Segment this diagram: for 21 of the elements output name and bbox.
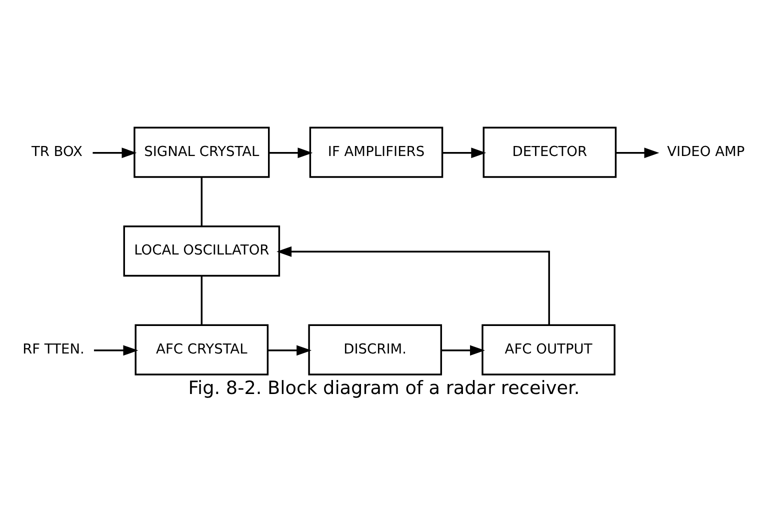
node-text: VIDEO AMP	[667, 143, 745, 160]
node-box: IF AMPLIFIERS	[309, 126, 444, 178]
arrow	[268, 344, 312, 356]
arrow	[94, 344, 138, 356]
node-text: RF TTEN.	[22, 340, 84, 357]
node-box: LOCAL OSCILLATOR	[123, 225, 280, 276]
caption: Fig. 8-2. Block diagram of a radar receiver.	[188, 377, 580, 398]
connector	[200, 176, 203, 226]
arrow	[269, 147, 313, 158]
connector	[200, 276, 203, 324]
node-box: DETECTOR	[482, 126, 617, 178]
arrow	[92, 147, 137, 158]
arrow	[441, 344, 485, 356]
arrow	[442, 147, 486, 158]
node-box: DISCRIM.	[308, 324, 442, 375]
node-box: AFC OUTPUT	[482, 324, 616, 375]
arrow	[616, 147, 660, 158]
node-box: SIGNAL CRYSTAL	[134, 126, 270, 178]
node-text: TR BOX	[31, 143, 82, 160]
node-box: AFC CRYSTAL	[134, 324, 269, 375]
arrow	[276, 246, 550, 325]
